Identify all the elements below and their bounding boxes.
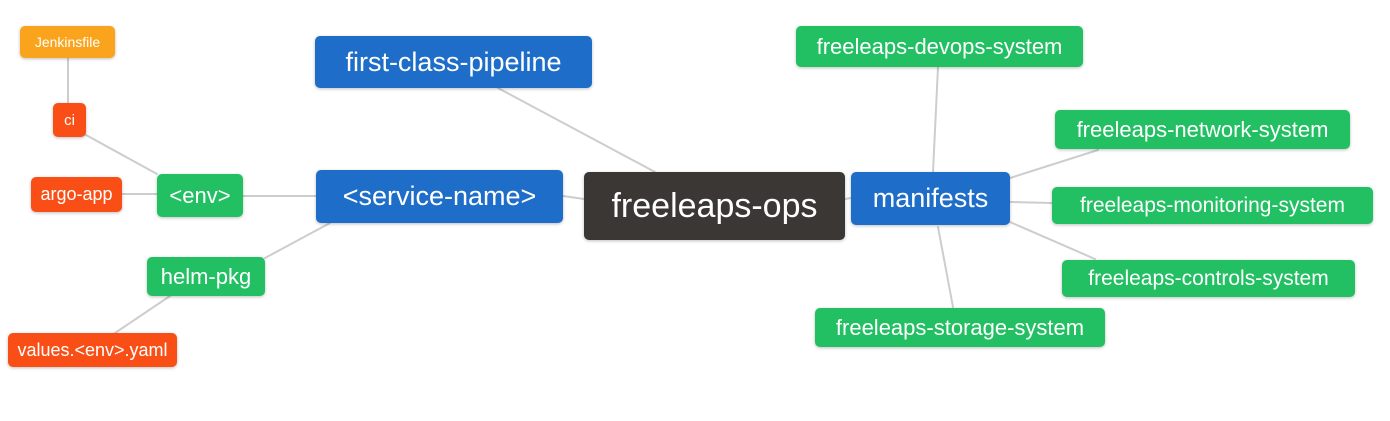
edge-devops-manifests	[932, 66, 939, 173]
edge-manifests-monitoring	[1009, 201, 1053, 204]
node-freeleaps-devops-system[interactable]: freeleaps-devops-system	[796, 26, 1083, 67]
node-manifests[interactable]: manifests	[851, 172, 1010, 225]
node-freeleaps-ops[interactable]: freeleaps-ops	[584, 172, 845, 240]
node-first-class-pipeline[interactable]: first-class-pipeline	[315, 36, 592, 88]
node-freeleaps-controls-system[interactable]: freeleaps-controls-system	[1062, 260, 1355, 297]
node-jenkinsfile[interactable]: Jenkinsfile	[20, 26, 115, 58]
edge-manifests-controls	[1009, 221, 1096, 260]
edge-manifests-network	[1009, 149, 1099, 179]
node-freeleaps-monitoring-system[interactable]: freeleaps-monitoring-system	[1052, 187, 1373, 224]
edge-service-name-root	[562, 195, 585, 200]
node-env[interactable]: <env>	[157, 174, 243, 217]
edge-values-helm-pkg	[114, 295, 171, 334]
node-freeleaps-network-system[interactable]: freeleaps-network-system	[1055, 110, 1350, 149]
node-helm-pkg[interactable]: helm-pkg	[147, 257, 265, 296]
node-service-name[interactable]: <service-name>	[316, 170, 563, 223]
edge-first-class-pipeline-root	[497, 87, 656, 173]
edge-ci-env	[85, 134, 158, 175]
node-ci[interactable]: ci	[53, 103, 86, 137]
node-values-env-yaml[interactable]: values.<env>.yaml	[8, 333, 177, 367]
node-argo-app[interactable]: argo-app	[31, 177, 122, 212]
node-freeleaps-storage-system[interactable]: freeleaps-storage-system	[815, 308, 1105, 347]
edge-manifests-storage	[937, 226, 954, 308]
edge-helm-pkg-service-name	[264, 222, 331, 259]
